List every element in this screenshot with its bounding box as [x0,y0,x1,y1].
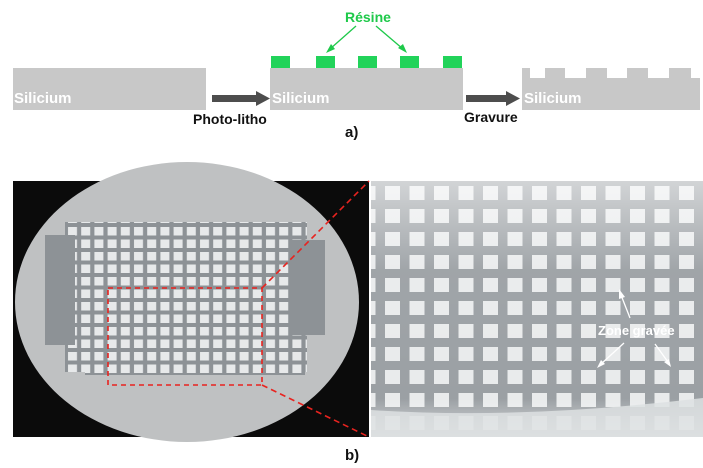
silicon-block-etched [522,68,700,110]
arrow-photo-litho [212,91,270,106]
resin-pointer-arrows [326,25,407,53]
part-a-label: a) [345,124,359,141]
silicon-label-3: Silicium [524,90,582,107]
etched-zone-label: Zone gravée [598,323,675,338]
wafer-grid-pattern [45,222,325,375]
part-b-label: b) [345,447,360,464]
zoom-region-box [107,287,263,386]
silicon-block-with-resin [270,68,463,110]
process-diagram [13,25,700,110]
resin-label: Résine [345,9,391,25]
arrow-gravure [466,91,520,106]
zoom-line-top [261,180,370,289]
silicon-label-1: Silicium [14,90,72,107]
photo-litho-label: Photo-litho [193,111,267,127]
etched-zone-arrows [597,289,671,368]
resin-pattern [271,56,462,68]
zoom-wafer-edge [371,398,703,437]
gravure-label: Gravure [464,109,518,125]
silicon-block-initial [13,68,206,110]
silicon-label-2: Silicium [272,90,330,107]
